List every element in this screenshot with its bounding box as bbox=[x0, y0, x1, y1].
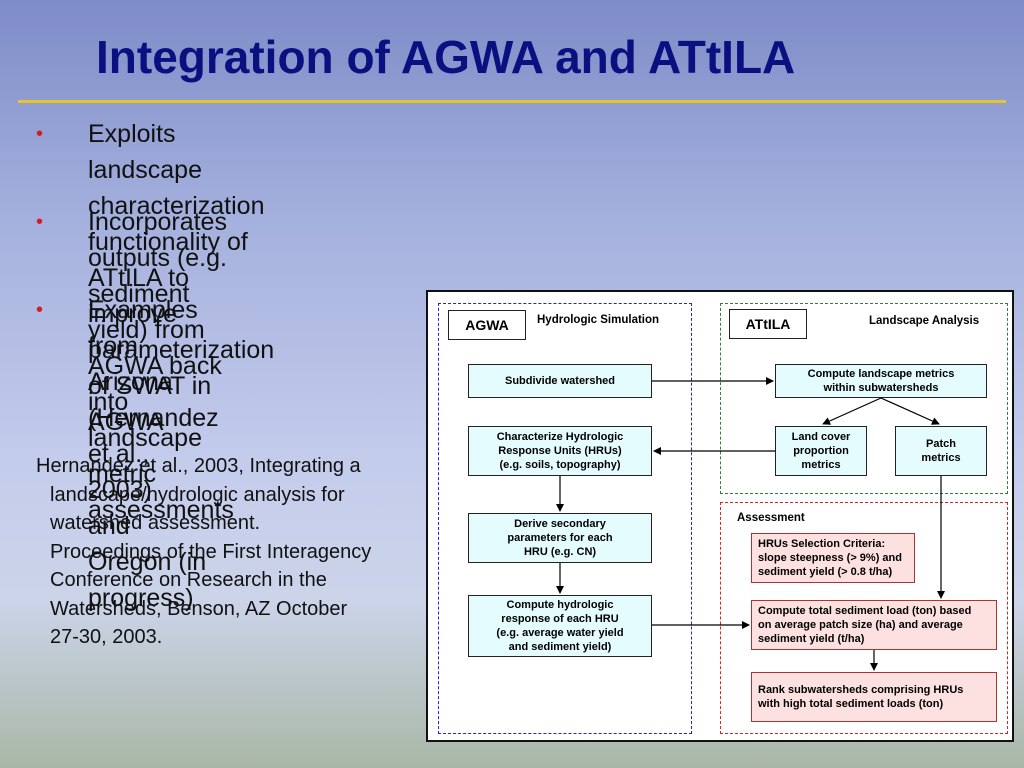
bullet-3-text: Examples from Arizona (Hernandez et al.,… bbox=[88, 296, 219, 612]
compute-hydrologic-box: Compute hydrologic response of each HRU … bbox=[468, 595, 652, 657]
agwa-region bbox=[438, 303, 692, 734]
flow-arrows bbox=[556, 377, 945, 671]
arrow-landscape-to-patch bbox=[880, 397, 940, 425]
bullet-1-text: Exploits landscape characterization func… bbox=[88, 120, 275, 436]
hru-selection-criteria-box: HRUs Selection Criteria: slope steepness… bbox=[751, 533, 915, 583]
assessment-region bbox=[720, 502, 1008, 734]
subdivide-watershed-box: Subdivide watershed bbox=[468, 364, 652, 398]
rank-subwatersheds-box: Rank subwatersheds comprising HRUs with … bbox=[751, 672, 997, 722]
arrow-landscape-to-landcover bbox=[822, 397, 882, 425]
agwa-label-box: AGWA bbox=[448, 310, 526, 340]
derive-parameters-box: Derive secondary parameters for each HRU… bbox=[468, 513, 652, 563]
bullet-marker: • bbox=[36, 211, 44, 233]
bullet-2-text: Incorporates outputs (e.g. sediment yiel… bbox=[88, 208, 234, 524]
land-cover-metrics-box: Land cover proportion metrics bbox=[775, 426, 867, 476]
reference-citation: Hernandez et al., 2003, Integrating a la… bbox=[36, 452, 426, 652]
reference-continuation: landscape/hydrologic analysis for waters… bbox=[50, 483, 372, 649]
total-sediment-load-box: Compute total sediment load (ton) based … bbox=[751, 600, 997, 650]
bullet-marker: • bbox=[36, 123, 44, 145]
attila-region bbox=[720, 303, 1008, 494]
landscape-analysis-label: Landscape Analysis bbox=[869, 315, 980, 327]
bullet-marker: • bbox=[36, 299, 44, 321]
characterize-hru-box: Characterize Hydrologic Response Units (… bbox=[468, 426, 652, 476]
flow-diagram: AGWA Hydrologic Simulation ATtILA Landsc… bbox=[426, 290, 1014, 742]
slide-title: Integration of AGWA and ATtILA bbox=[96, 31, 796, 83]
title-divider bbox=[18, 100, 1006, 103]
assessment-label: Assessment bbox=[737, 512, 805, 524]
attila-label-box: ATtILA bbox=[729, 309, 807, 339]
hydrologic-simulation-label: Hydrologic Simulation bbox=[537, 314, 660, 326]
reference-line-1: Hernandez et al., 2003, Integrating a bbox=[36, 455, 361, 477]
patch-metrics-box: Patch metrics bbox=[895, 426, 987, 476]
compute-landscape-metrics-box: Compute landscape metrics within subwate… bbox=[775, 364, 987, 398]
